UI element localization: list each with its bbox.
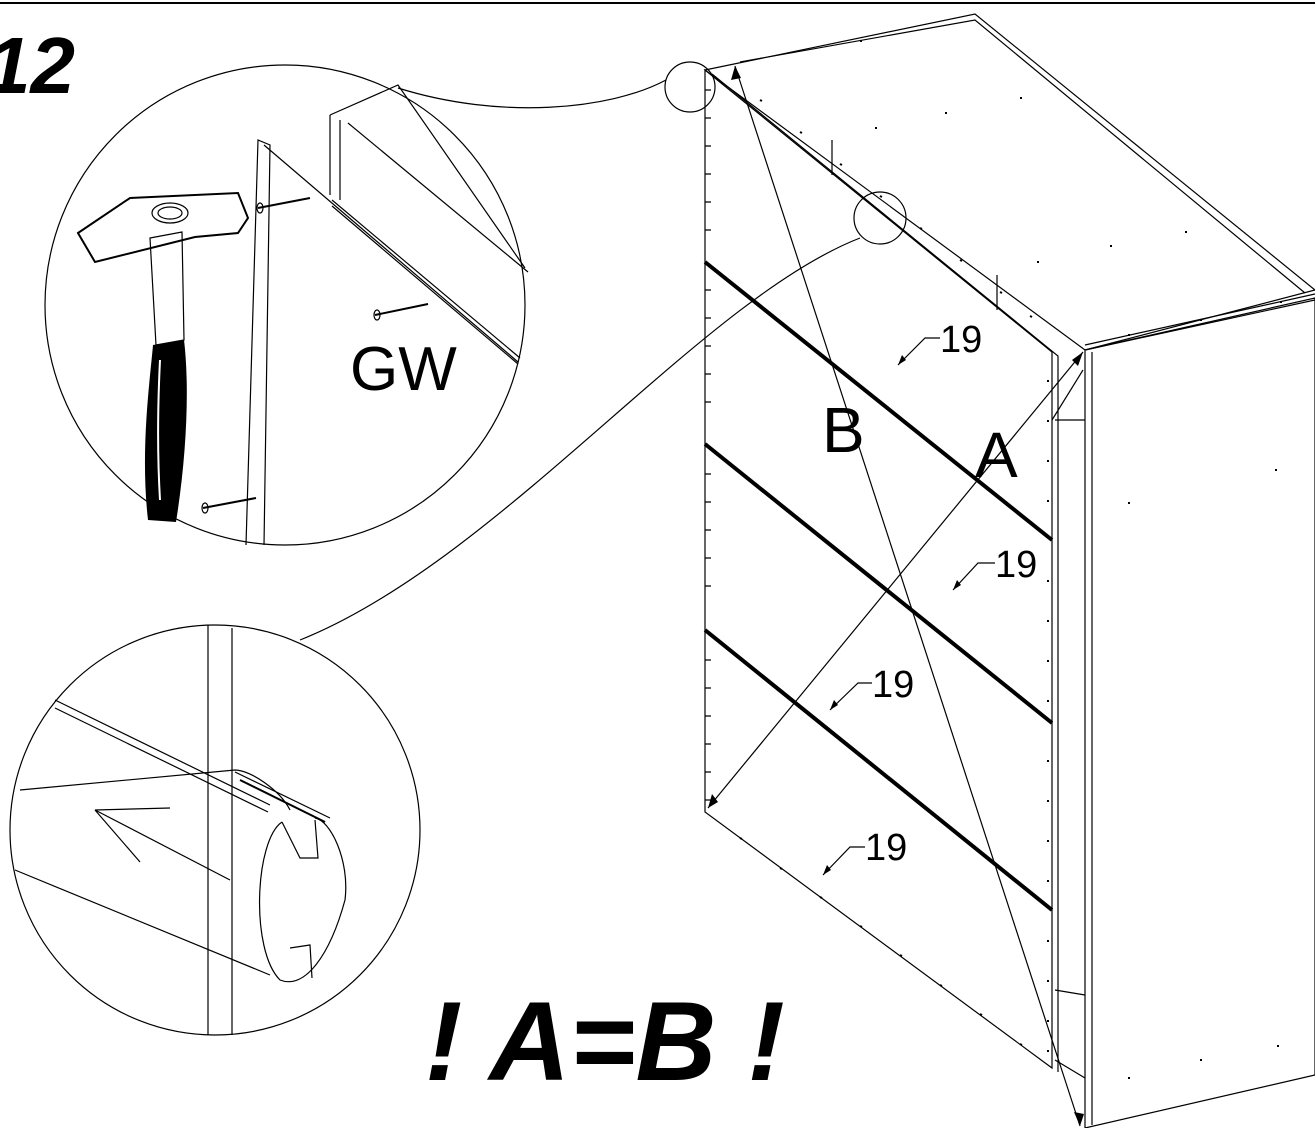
- detail-cabinet-edge: [347, 122, 529, 273]
- diagonal-a-arrowhead: [708, 794, 718, 808]
- connector-profile-bottom: [14, 869, 271, 976]
- detail-panel-edge: [331, 199, 521, 359]
- part-leader-1: [897, 337, 940, 366]
- detail-connector-2: [299, 237, 861, 641]
- detail-back-panel: [245, 139, 271, 546]
- part-leader-2: [952, 562, 995, 591]
- nail-row-top: [759, 99, 1033, 318]
- detail-connector-1: [397, 79, 667, 109]
- part-leader-arrow: [953, 580, 961, 590]
- nail-code-label: GW: [350, 335, 457, 404]
- label-a: A: [975, 419, 1018, 491]
- detail-marker-2: [853, 191, 907, 245]
- frame-rail: [1054, 989, 1086, 996]
- part-number-3: 19: [872, 664, 914, 706]
- diagonal-a-arrowhead: [1072, 352, 1083, 366]
- detail-circle-2: [9, 624, 421, 1036]
- part-leader-arrow: [823, 865, 831, 875]
- cabinet-top: [703, 13, 1315, 351]
- back-panel-edge: [711, 73, 1059, 1072]
- connector-profile-top: [19, 769, 291, 811]
- connector-profile-groove: [234, 771, 331, 819]
- detail-panel-edge: [54, 699, 271, 806]
- label-a-leader: [1051, 369, 1084, 421]
- back-panel-outline: [704, 68, 1053, 1070]
- side-panel-dots: [1128, 469, 1279, 1079]
- cabinet-side-panel: [1084, 297, 1315, 1129]
- detail-nailing: GW: [44, 61, 716, 546]
- nail-row-bottom: [739, 837, 1023, 1046]
- detail-panel-edge: [54, 707, 269, 813]
- top-surface-dots: [860, 40, 1282, 336]
- part-number-1: 19: [940, 319, 982, 361]
- nail-row-left: [705, 89, 711, 801]
- detail-cabinet-top: [329, 84, 526, 269]
- detail-connector: [9, 191, 907, 1036]
- diagonal-b-arrowhead: [731, 66, 741, 80]
- part-leader-arrow: [898, 355, 906, 365]
- label-b: B: [822, 394, 865, 466]
- detail-panel-edge: [331, 205, 519, 365]
- nail-icon: [256, 197, 311, 214]
- part-leader-3: [829, 682, 872, 711]
- part-labels: 19 19 19 19: [822, 319, 1037, 876]
- nail-icon: [201, 497, 257, 514]
- part-leader-4: [822, 846, 865, 876]
- nail-icon: [373, 303, 429, 321]
- part-leader-arrow: [830, 700, 838, 710]
- connector-profile-end: [259, 817, 347, 983]
- back-panel: [703, 40, 1282, 1079]
- detail-circle-1: [44, 64, 526, 546]
- diagonal-b-arrowhead: [1074, 1112, 1084, 1126]
- diagonal-measure: [707, 65, 1084, 1127]
- step-number: 12: [0, 21, 75, 110]
- diagonal-b: [734, 65, 1081, 1127]
- diagonal-a: [707, 351, 1084, 809]
- cabinet: [703, 13, 1315, 1129]
- hammer-icon: [76, 191, 250, 522]
- detail-back-panel-top: [263, 144, 519, 363]
- detail-marker-1: [664, 61, 716, 113]
- connector-strip-1: [703, 260, 1054, 542]
- part-number-4: 19: [865, 827, 907, 869]
- cabinet-top-edge: [739, 19, 1306, 294]
- arrow-icon: [94, 807, 231, 881]
- part-number-2: 19: [995, 544, 1037, 586]
- connector-strip-2: [703, 442, 1054, 725]
- connector-slot-bottom: [289, 944, 313, 979]
- equal-diagonals-note: ! A=B !: [425, 979, 785, 1104]
- connector-slot-top: [281, 819, 319, 859]
- connector-profile-groove: [239, 779, 326, 823]
